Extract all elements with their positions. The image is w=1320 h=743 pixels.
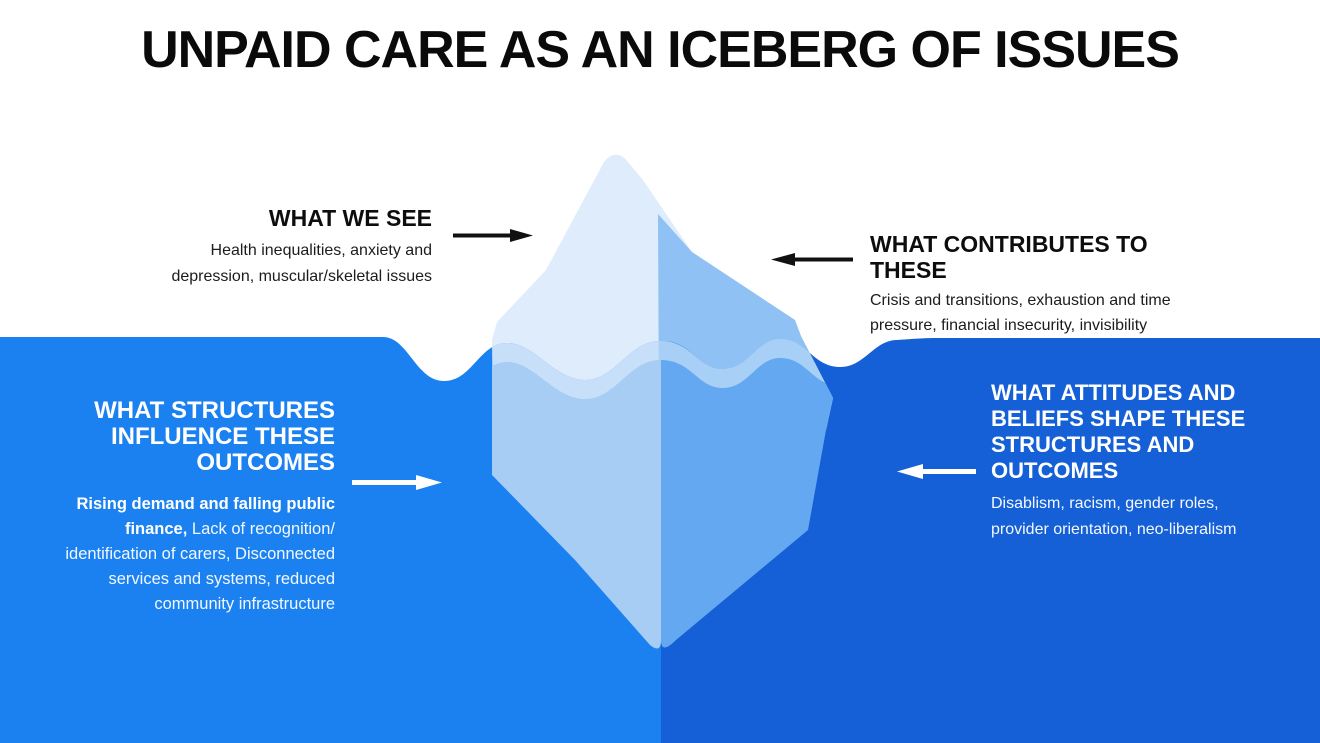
heading-line: WHAT STRUCTURES	[94, 397, 335, 424]
body-line: identification of carers, Disconnected	[65, 545, 335, 563]
body-line: Disablism, racism, gender roles,	[991, 495, 1219, 512]
body-line: pressure, financial insecurity, invisibi…	[870, 317, 1148, 334]
body-line: Rising demand and falling public	[35, 492, 335, 517]
iceberg-underwater	[492, 356, 833, 649]
heading-line: THESE	[870, 257, 947, 283]
what-attitudes-body: Disablism, racism, gender roles, provide…	[991, 491, 1271, 542]
black-arrow-left-icon	[771, 253, 853, 266]
heading-line: STRUCTURES AND	[991, 432, 1195, 457]
white-arrow-right-icon	[352, 475, 442, 490]
arrow-shape	[897, 464, 976, 479]
arrow-shape	[453, 229, 533, 242]
body-line: depression, muscular/skeletal issues	[171, 268, 432, 285]
body-line: Crisis and transitions, exhaustion and t…	[870, 292, 1171, 309]
what-we-see-heading: WHAT WE SEE	[132, 203, 432, 233]
white-arrow-left-icon	[897, 464, 976, 479]
arrow-shape	[352, 475, 442, 490]
what-contributes-heading: WHAT CONTRIBUTES TO THESE	[870, 231, 1200, 283]
body-line: services and systems, reduced	[108, 570, 335, 588]
section-what-attitudes: WHAT ATTITUDES AND BELIEFS SHAPE THESE S…	[991, 380, 1271, 542]
heading-line: WHAT ATTITUDES AND	[991, 380, 1236, 405]
heading-line: WHAT WE SEE	[268, 205, 432, 231]
body-line: community infrastructure	[154, 595, 335, 613]
body-bold-text: finance,	[124, 520, 188, 538]
heading-line: OUTCOMES	[991, 458, 1119, 483]
heading-line: WHAT CONTRIBUTES TO	[870, 231, 1148, 257]
what-attitudes-heading: WHAT ATTITUDES AND BELIEFS SHAPE THESE S…	[991, 380, 1271, 484]
heading-line: BELIEFS SHAPE THESE	[991, 406, 1246, 431]
water-right	[661, 338, 1320, 743]
heading-line: INFLUENCE THESE	[110, 423, 335, 450]
heading-line: OUTCOMES	[196, 449, 335, 476]
iceberg-underwater-light-face	[492, 356, 661, 649]
page-title: UNPAID CARE AS AN ICEBERG OF ISSUES	[141, 21, 1180, 79]
arrow-shape	[771, 253, 853, 266]
section-what-structures: WHAT STRUCTURES INFLUENCE THESE OUTCOMES…	[35, 398, 335, 617]
body-line: provider orientation, neo-liberalism	[991, 520, 1237, 538]
body-text: Lack of recognition/	[187, 520, 335, 538]
what-structures-body: Rising demand and falling public finance…	[35, 492, 335, 617]
what-contributes-body: Crisis and transitions, exhaustion and t…	[870, 288, 1200, 338]
what-structures-heading: WHAT STRUCTURES INFLUENCE THESE OUTCOMES	[35, 398, 335, 476]
body-line: Health inequalities, anxiety and	[210, 242, 432, 259]
black-arrow-right-icon	[453, 229, 533, 242]
what-we-see-body: Health inequalities, anxiety and depress…	[132, 238, 432, 290]
iceberg-underwater-shaded-face	[661, 356, 833, 648]
section-what-we-see: WHAT WE SEE Health inequalities, anxiety…	[132, 203, 432, 290]
section-what-contributes: WHAT CONTRIBUTES TO THESE Crisis and tra…	[870, 231, 1200, 338]
body-line: finance, Lack of recognition/	[35, 517, 335, 542]
body-bold-text: Rising demand and falling public	[76, 495, 335, 513]
